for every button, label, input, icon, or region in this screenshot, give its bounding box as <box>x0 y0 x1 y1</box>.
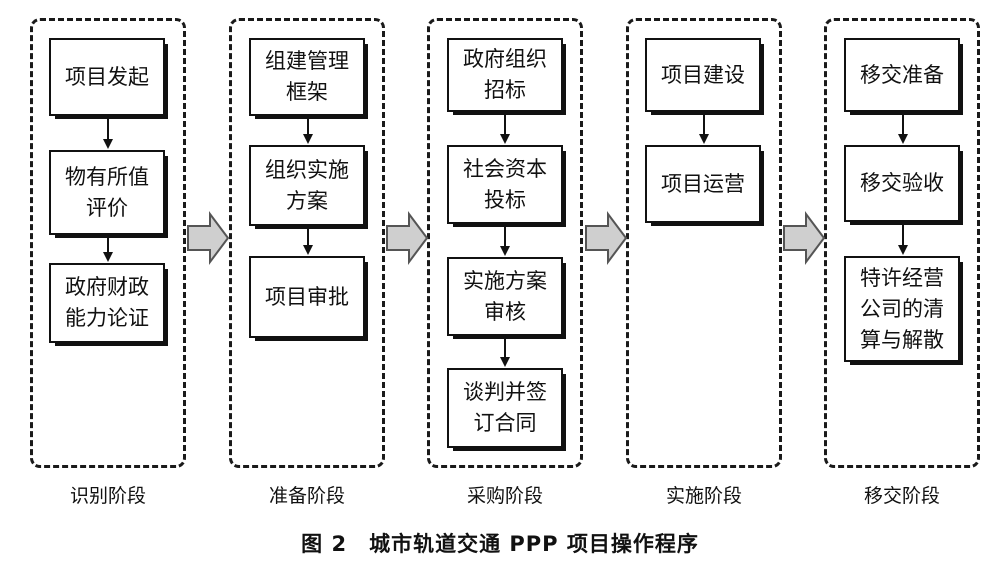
stage-transfer <box>824 18 980 468</box>
stage-preparation <box>229 18 385 468</box>
step-box: 社会资本 投标 <box>447 145 566 227</box>
stage-transition-arrow <box>386 211 429 265</box>
stage-label: 实施阶段 <box>665 485 742 507</box>
step-box: 项目发起 <box>49 38 168 119</box>
step-box: 组建管理 框架 <box>249 38 368 119</box>
step-box: 政府组织 招标 <box>447 38 566 115</box>
step-box: 特许经营 公司的清 算与解散 <box>844 256 963 365</box>
stage-label: 移交阶段 <box>863 485 940 507</box>
stage-transition-arrow <box>187 211 230 265</box>
step-box: 谈判并签 订合同 <box>447 368 566 451</box>
step-box: 物有所值 评价 <box>49 150 168 238</box>
step-box: 项目运营 <box>645 145 764 226</box>
step-box: 项目建设 <box>645 38 764 115</box>
figure-caption: 图 2 城市轨道交通 PPP 项目操作程序 <box>301 532 699 556</box>
step-box: 移交验收 <box>844 145 963 225</box>
stage-implementation <box>626 18 782 468</box>
step-box: 实施方案 审核 <box>447 257 566 339</box>
step-box: 组织实施 方案 <box>249 145 368 229</box>
step-box: 移交准备 <box>844 38 963 115</box>
stage-transition-arrow <box>585 211 628 265</box>
stage-label: 准备阶段 <box>268 485 345 507</box>
stage-label: 采购阶段 <box>466 485 543 507</box>
stage-transition-arrow <box>783 211 826 265</box>
stage-label: 识别阶段 <box>69 485 146 507</box>
step-box: 政府财政 能力论证 <box>49 263 168 346</box>
stage-procurement <box>427 18 583 468</box>
step-box: 项目审批 <box>249 256 368 341</box>
stage-identification <box>30 18 186 468</box>
